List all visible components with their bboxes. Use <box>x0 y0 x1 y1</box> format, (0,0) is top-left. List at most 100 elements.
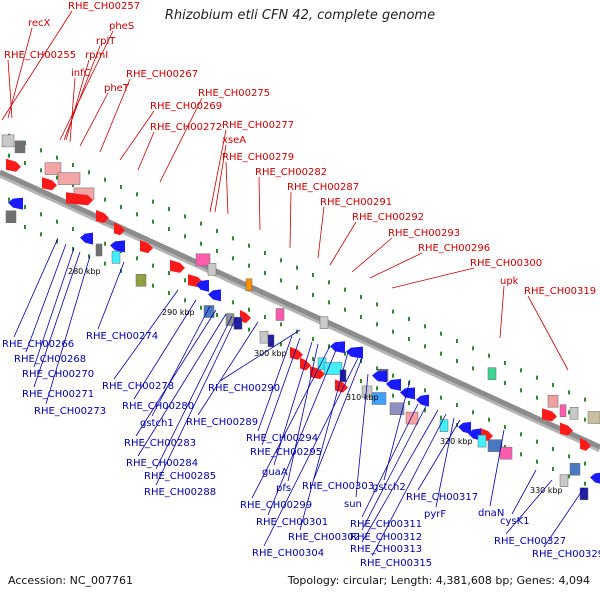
bottom-gene-label: RHE_CH00312 <box>350 532 422 543</box>
track-tick <box>536 439 538 444</box>
gene-box <box>547 394 559 408</box>
track-tick <box>440 331 442 336</box>
track-tick <box>536 459 538 464</box>
forward-gene-arrow <box>6 158 21 172</box>
track-tick <box>504 425 506 429</box>
gene-box <box>275 308 285 321</box>
top-gene-label: recX <box>28 18 51 29</box>
track-tick <box>248 327 250 332</box>
top-gene-label: RHE_CH00279 <box>222 152 294 163</box>
track-tick <box>392 393 394 398</box>
track-tick <box>296 265 298 270</box>
forward-gene-arrow <box>240 310 251 323</box>
bottom-leader-line <box>371 413 447 557</box>
kbp-mark: 300 kbp <box>254 349 287 358</box>
bottom-leader-line <box>361 409 439 543</box>
track-tick <box>136 256 138 261</box>
top-leader-line <box>79 92 109 147</box>
gene-box <box>477 434 487 448</box>
bottom-gene-label: RHE_CH00329 <box>532 549 600 560</box>
track-tick <box>376 366 378 371</box>
top-leader-line <box>69 77 76 143</box>
gene-box <box>569 463 581 476</box>
track-tick <box>184 214 186 219</box>
top-leader-line <box>351 237 393 273</box>
reverse-gene-arrow <box>110 240 125 253</box>
gene-box <box>203 305 215 318</box>
bottom-leader-line <box>33 251 81 388</box>
track-tick <box>296 285 298 290</box>
track-tick <box>408 337 410 341</box>
track-tick <box>216 229 218 233</box>
track-tick <box>40 232 42 237</box>
top-leader-line <box>99 78 131 153</box>
track-tick <box>168 271 170 275</box>
bottom-gene-label: RHE_CH00303 <box>302 481 374 492</box>
bottom-leader-line <box>155 315 233 470</box>
track-tick <box>344 287 346 292</box>
top-leader-line <box>527 295 569 371</box>
track-tick <box>136 192 138 197</box>
track-tick <box>152 219 154 224</box>
track-tick <box>488 353 490 358</box>
gene-box <box>233 317 243 330</box>
bottom-gene-label: RHE_CH00271 <box>22 389 94 400</box>
gene-box <box>323 362 343 375</box>
top-gene-label: RHE_CH00287 <box>287 182 359 193</box>
forward-gene-arrow <box>170 259 185 273</box>
bottom-gene-label: RHE_CH00289 <box>186 417 258 428</box>
bottom-leader-line <box>25 243 67 353</box>
topology-text: Topology: circular; Length: 4,381,608 bp… <box>287 574 590 587</box>
gene-box <box>559 474 569 487</box>
track-tick <box>184 298 186 303</box>
bottom-gene-label: RHE_CH00304 <box>252 548 324 559</box>
track-tick <box>152 283 154 288</box>
track-tick <box>24 161 26 165</box>
top-gene-label: RHE_CH00269 <box>150 101 222 112</box>
reverse-gene-arrow <box>346 346 363 359</box>
bottom-gene-label: RHE_CH00280 <box>122 401 194 412</box>
bottom-leader-line <box>197 321 259 416</box>
track-tick <box>40 168 42 173</box>
track-tick <box>184 234 186 239</box>
top-gene-label: pheS <box>109 21 134 32</box>
track-tick <box>424 388 426 393</box>
bottom-leader-line <box>489 429 505 507</box>
reverse-gene-arrow <box>80 232 93 245</box>
track-tick <box>456 339 458 343</box>
bottom-gene-label: gstch1 <box>140 418 174 429</box>
gene-box <box>245 278 253 291</box>
track-tick <box>584 397 586 402</box>
track-tick <box>168 227 170 231</box>
top-leader-line <box>391 267 475 289</box>
gene-box <box>439 419 449 432</box>
track-tick <box>328 300 330 305</box>
track-tick <box>104 261 106 266</box>
track-tick <box>568 410 570 415</box>
bottom-gene-label: RHE_CH00313 <box>350 544 422 555</box>
bottom-leader-line <box>45 255 91 405</box>
top-gene-label: RHE_CH00275 <box>198 88 270 99</box>
gene-box <box>5 210 17 223</box>
track-tick <box>392 373 394 378</box>
track-tick <box>136 212 138 217</box>
track-tick <box>568 390 570 395</box>
top-leader-line <box>1 10 73 121</box>
track-tick <box>168 207 170 211</box>
track-tick <box>344 307 346 312</box>
bottom-leader-line <box>13 237 59 338</box>
track-tick <box>72 183 74 187</box>
bottom-leader-line <box>257 335 293 432</box>
bottom-gene-label: sun <box>344 499 362 510</box>
top-leader-line <box>7 59 13 119</box>
bottom-gene-label: pfs <box>276 483 291 494</box>
bottom-leader-line <box>435 417 455 508</box>
track-tick <box>184 278 186 283</box>
bottom-leader-line <box>137 313 227 457</box>
track-tick <box>520 368 522 373</box>
track-tick <box>456 359 458 363</box>
track-tick <box>232 236 234 241</box>
top-gene-label: rpmI <box>85 50 108 61</box>
